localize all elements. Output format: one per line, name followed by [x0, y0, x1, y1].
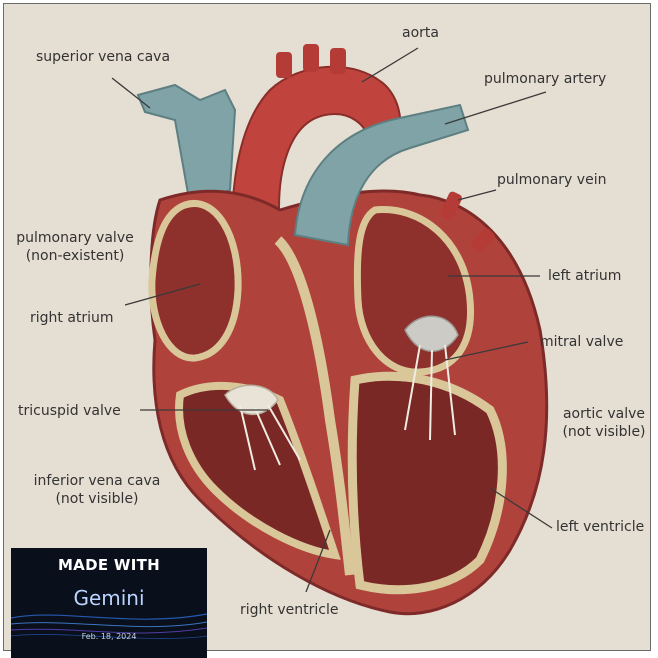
right-atrium-chamber [152, 203, 238, 358]
aorta-branch-3 [330, 48, 346, 74]
label-pulmonary-valve-line1: pulmonary valve [10, 229, 140, 247]
left-ventricle-chamber [352, 376, 502, 589]
label-superior-vena-cava: superior vena cava [36, 48, 170, 66]
leader-aorta [362, 48, 418, 82]
aorta-branch-1 [276, 52, 292, 78]
label-inferior-vena-cava: inferior vena cava (not visible) [24, 472, 170, 508]
label-pulmonary-vein: pulmonary vein [497, 171, 606, 189]
label-mitral-valve: mitral valve [540, 333, 623, 351]
label-aortic-valve: aortic valve (not visible) [552, 405, 656, 441]
label-left-ventricle: left ventricle [556, 518, 644, 536]
label-pulmonary-valve-line2: (non-existent) [10, 247, 140, 265]
label-inferior-vena-cava-line2: (not visible) [24, 490, 170, 508]
badge-brand: Gemini [11, 586, 207, 610]
made-with-gemini-badge: MADE WITH Gemini Feb. 18, 2024 [11, 548, 207, 658]
badge-date: Feb. 18, 2024 [11, 632, 207, 641]
label-right-ventricle: right ventricle [240, 601, 338, 619]
label-aortic-valve-line2: (not visible) [552, 423, 656, 441]
badge-made-with: MADE WITH [11, 556, 207, 574]
label-pulmonary-artery: pulmonary artery [484, 70, 606, 88]
label-inferior-vena-cava-line1: inferior vena cava [24, 472, 170, 490]
label-left-atrium: left atrium [548, 267, 621, 285]
label-right-atrium: right atrium [30, 309, 114, 327]
superior-vena-cava-vessel [138, 85, 235, 205]
label-pulmonary-valve: pulmonary valve (non-existent) [10, 229, 140, 265]
leader-pulmonary-vein [458, 190, 496, 200]
aorta-branch-2 [303, 44, 319, 72]
label-aortic-valve-line1: aortic valve [552, 405, 656, 423]
label-aorta: aorta [402, 24, 439, 42]
label-tricuspid-valve: tricuspid valve [18, 402, 121, 420]
